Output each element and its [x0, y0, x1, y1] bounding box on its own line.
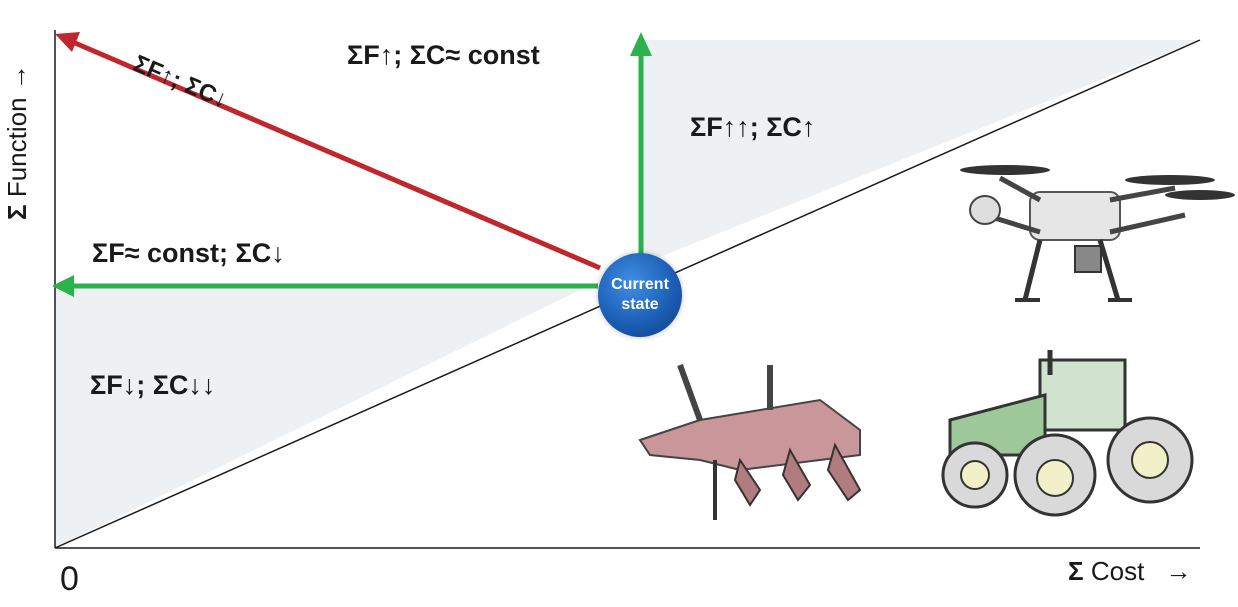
drone-illustration — [960, 165, 1235, 302]
plough-illustration — [638, 363, 862, 520]
x-axis-arrow: → — [1165, 556, 1192, 586]
y-axis-label: Σ Function → — [2, 64, 33, 220]
left-arrow-label: ΣF≈ const; ΣC↓ — [92, 238, 285, 268]
red-arrowhead — [55, 32, 80, 52]
x-axis-text: Cost — [1090, 556, 1145, 586]
current-state-line1: Current — [611, 276, 669, 293]
y-axis-text: Function — [2, 97, 32, 198]
y-axis-symbol: Σ — [2, 204, 32, 220]
up-arrow-label: ΣF↑; ΣC≈ const — [347, 40, 540, 70]
current-state-line2: state — [621, 296, 659, 313]
tractor-illustration — [941, 350, 1194, 517]
origin-label: 0 — [60, 560, 79, 598]
lower-region-label: ΣF↓; ΣC↓↓ — [90, 370, 216, 400]
red-arrow — [67, 37, 601, 271]
x-axis-label: Σ Cost → — [1068, 556, 1192, 587]
upper-region-label: ΣF↑↑; ΣC↑ — [690, 112, 816, 142]
upper-region-shade — [640, 40, 1200, 265]
green-left-arrowhead — [52, 275, 74, 297]
current-state-node: Current state — [598, 253, 682, 337]
x-axis-symbol: Σ — [1068, 556, 1084, 586]
lower-region-shade — [55, 285, 590, 548]
y-axis-arrow: → — [2, 64, 32, 91]
green-up-arrowhead — [630, 32, 652, 56]
